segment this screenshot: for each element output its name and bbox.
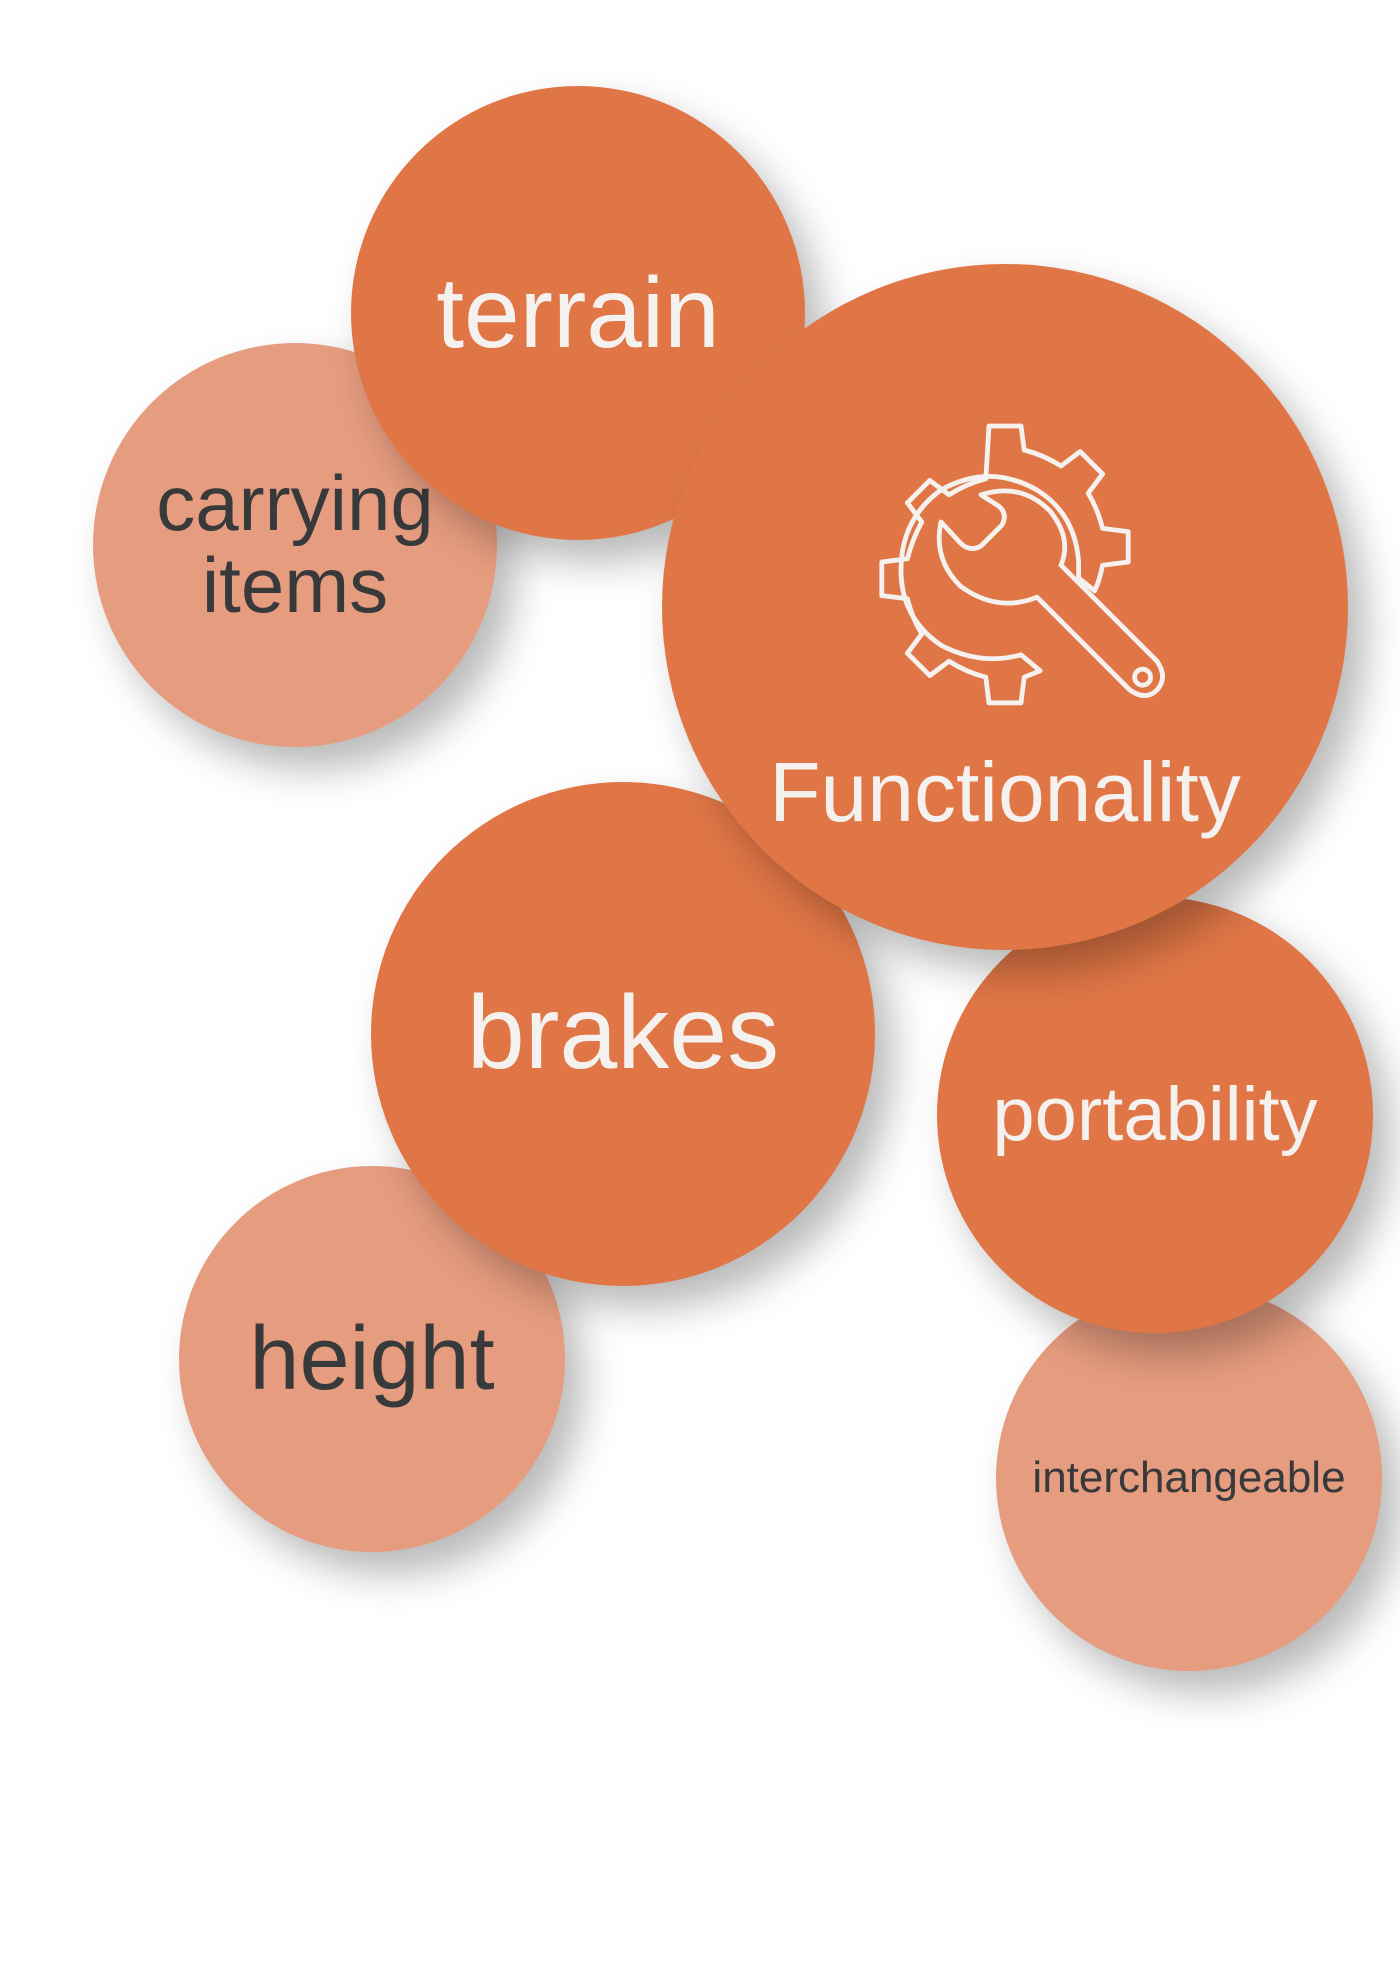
gear-wrench-icon xyxy=(879,423,1165,706)
bubble-label: portability xyxy=(992,1072,1318,1158)
bubble-label: terrain xyxy=(436,256,720,369)
bubble-label: Functionality xyxy=(769,744,1241,839)
bubble-label: height xyxy=(249,1308,495,1409)
bubble-label: brakes xyxy=(466,975,780,1092)
bubble-functionality: Functionality xyxy=(662,264,1348,950)
bubble-interchangeable: interchangeable xyxy=(996,1285,1382,1671)
bubble-height: height xyxy=(179,1166,565,1552)
bubble-label: interchangeable xyxy=(1032,1452,1346,1502)
bubble-label: carrying items xyxy=(156,459,434,629)
bubble-portability: portability xyxy=(937,897,1373,1333)
